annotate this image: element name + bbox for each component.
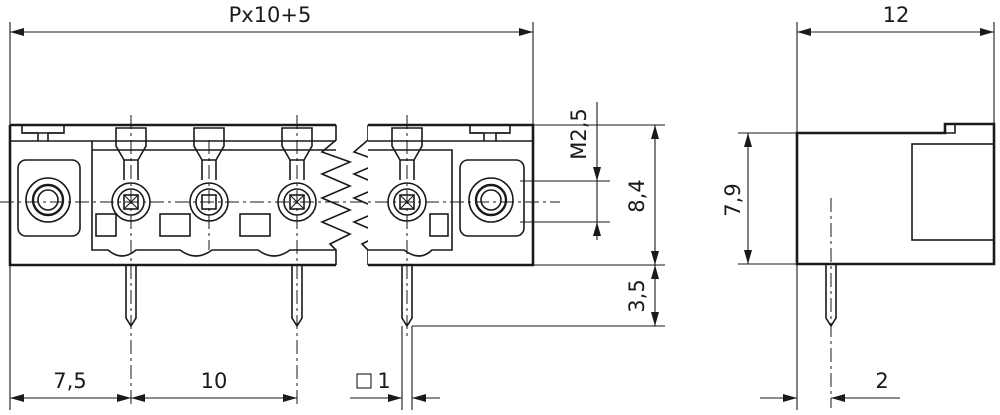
break-line-right <box>351 125 385 265</box>
dimension-lines <box>9 22 995 410</box>
mounting-hole-right <box>459 159 525 237</box>
dim-pin-square: 1 <box>377 369 390 393</box>
side-view <box>795 122 996 408</box>
dim-body-height-front: 8,4 <box>625 179 649 212</box>
dim-pin-from-back: 2 <box>875 369 888 393</box>
front-body-right <box>368 123 535 267</box>
dim-depth: 12 <box>883 3 910 27</box>
square-symbol-icon <box>356 373 372 389</box>
dim-thread: M2,5 <box>567 108 591 160</box>
dim-first-pin-offset: 7,5 <box>53 369 86 393</box>
front-body-left <box>8 123 336 267</box>
dim-body-height-side: 7,9 <box>721 183 745 216</box>
dim-pin-length: 3,5 <box>625 279 649 312</box>
front-view <box>0 115 560 408</box>
dim-pitch: 10 <box>201 369 228 393</box>
break-line-left <box>319 125 353 265</box>
mounting-hole-left <box>17 159 81 237</box>
dim-overall-width: Px10+5 <box>229 3 312 27</box>
